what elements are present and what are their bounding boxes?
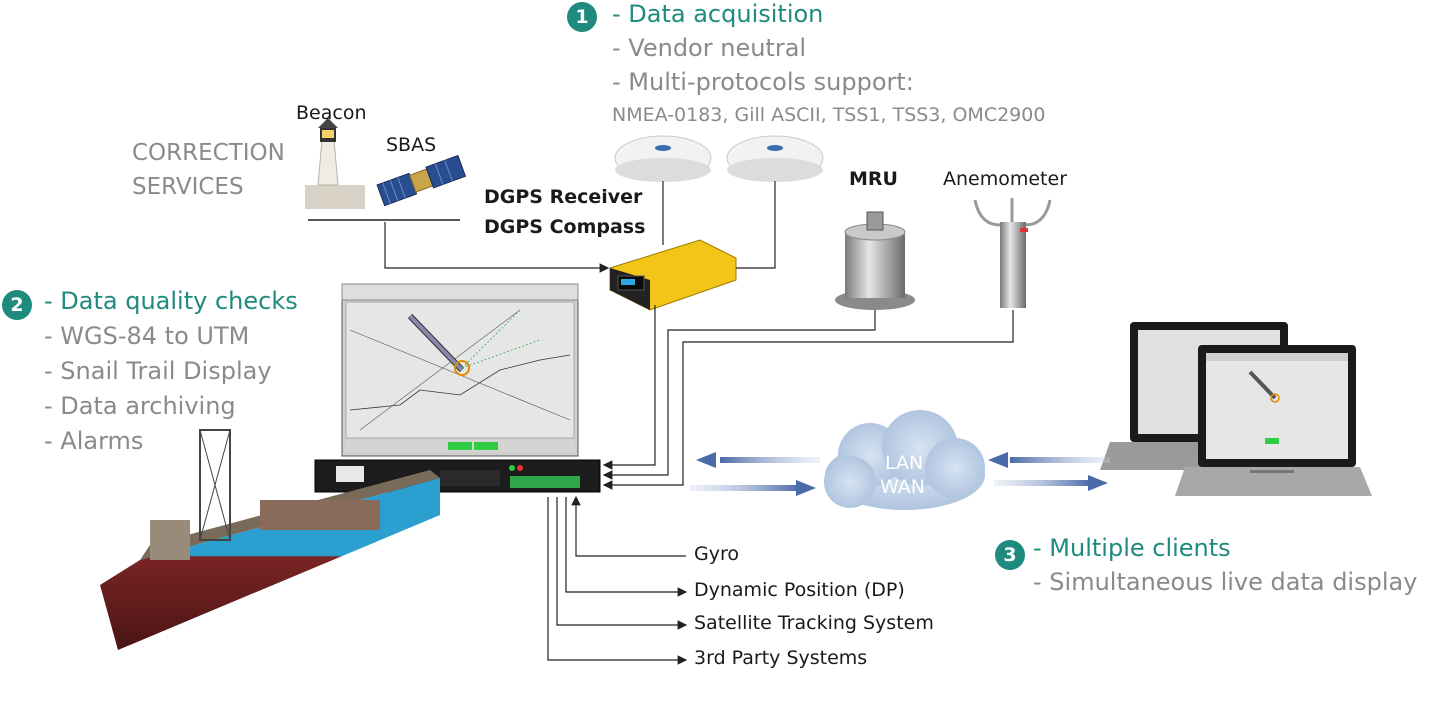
lan-wan-cloud <box>824 410 985 510</box>
acquisition-item-vendor: - Vendor neutral <box>612 34 807 62</box>
acquisition-heading: - Data acquisition <box>612 0 824 28</box>
snail-trail-screen <box>341 283 579 457</box>
lan-label: LAN <box>885 452 924 474</box>
network-arrows <box>690 452 1110 496</box>
quality-heading: - Data quality checks <box>44 287 298 315</box>
correction-label-line1: CORRECTION <box>132 140 285 166</box>
quality-item-snail: - Snail Trail Display <box>44 357 272 385</box>
mru-label: MRU <box>849 168 898 190</box>
quality-item-archiving: - Data archiving <box>44 392 236 420</box>
quality-item-utm: - WGS-84 to UTM <box>44 322 250 350</box>
dgps-compass-label: DGPS Compass <box>484 216 646 238</box>
laptop-icon <box>1175 345 1372 496</box>
step-badge-2: 2 <box>2 290 32 320</box>
wan-label: WAN <box>880 476 925 498</box>
step-badge-1: 1 <box>567 2 597 32</box>
dgps-receiver-label: DGPS Receiver <box>484 186 643 208</box>
connection-lines <box>384 181 1014 665</box>
output-satellite-tracking: Satellite Tracking System <box>694 612 934 634</box>
correction-label-line2: SERVICES <box>132 174 244 200</box>
output-gyro: Gyro <box>694 543 739 565</box>
quality-item-alarms: - Alarms <box>44 427 144 455</box>
anemometer-icon <box>973 198 1052 308</box>
clients-heading: - Multiple clients <box>1033 534 1231 562</box>
protocol-list: NMEA-0183, Gill ASCII, TSS1, TSS3, OMC29… <box>612 104 1046 126</box>
gps-antenna-icon <box>726 135 824 182</box>
acquisition-item-protocols: - Multi-protocols support: <box>612 68 914 96</box>
gps-antenna-icon <box>614 135 712 182</box>
output-third-party: 3rd Party Systems <box>694 647 868 669</box>
output-dp: Dynamic Position (DP) <box>694 579 905 601</box>
anemometer-label: Anemometer <box>943 168 1068 190</box>
clients-item-live: - Simultaneous live data display <box>1033 568 1418 596</box>
step-badge-3: 3 <box>995 540 1025 570</box>
dgps-receiver-icon <box>609 239 737 311</box>
sbas-label: SBAS <box>386 134 437 156</box>
beacon-label: Beacon <box>296 102 367 124</box>
rack-server-icon <box>314 459 601 493</box>
mru-sensor-icon <box>835 211 915 310</box>
fpso-ship-icon <box>100 429 440 650</box>
lighthouse-icon <box>305 118 365 209</box>
satellite-icon <box>376 154 467 207</box>
